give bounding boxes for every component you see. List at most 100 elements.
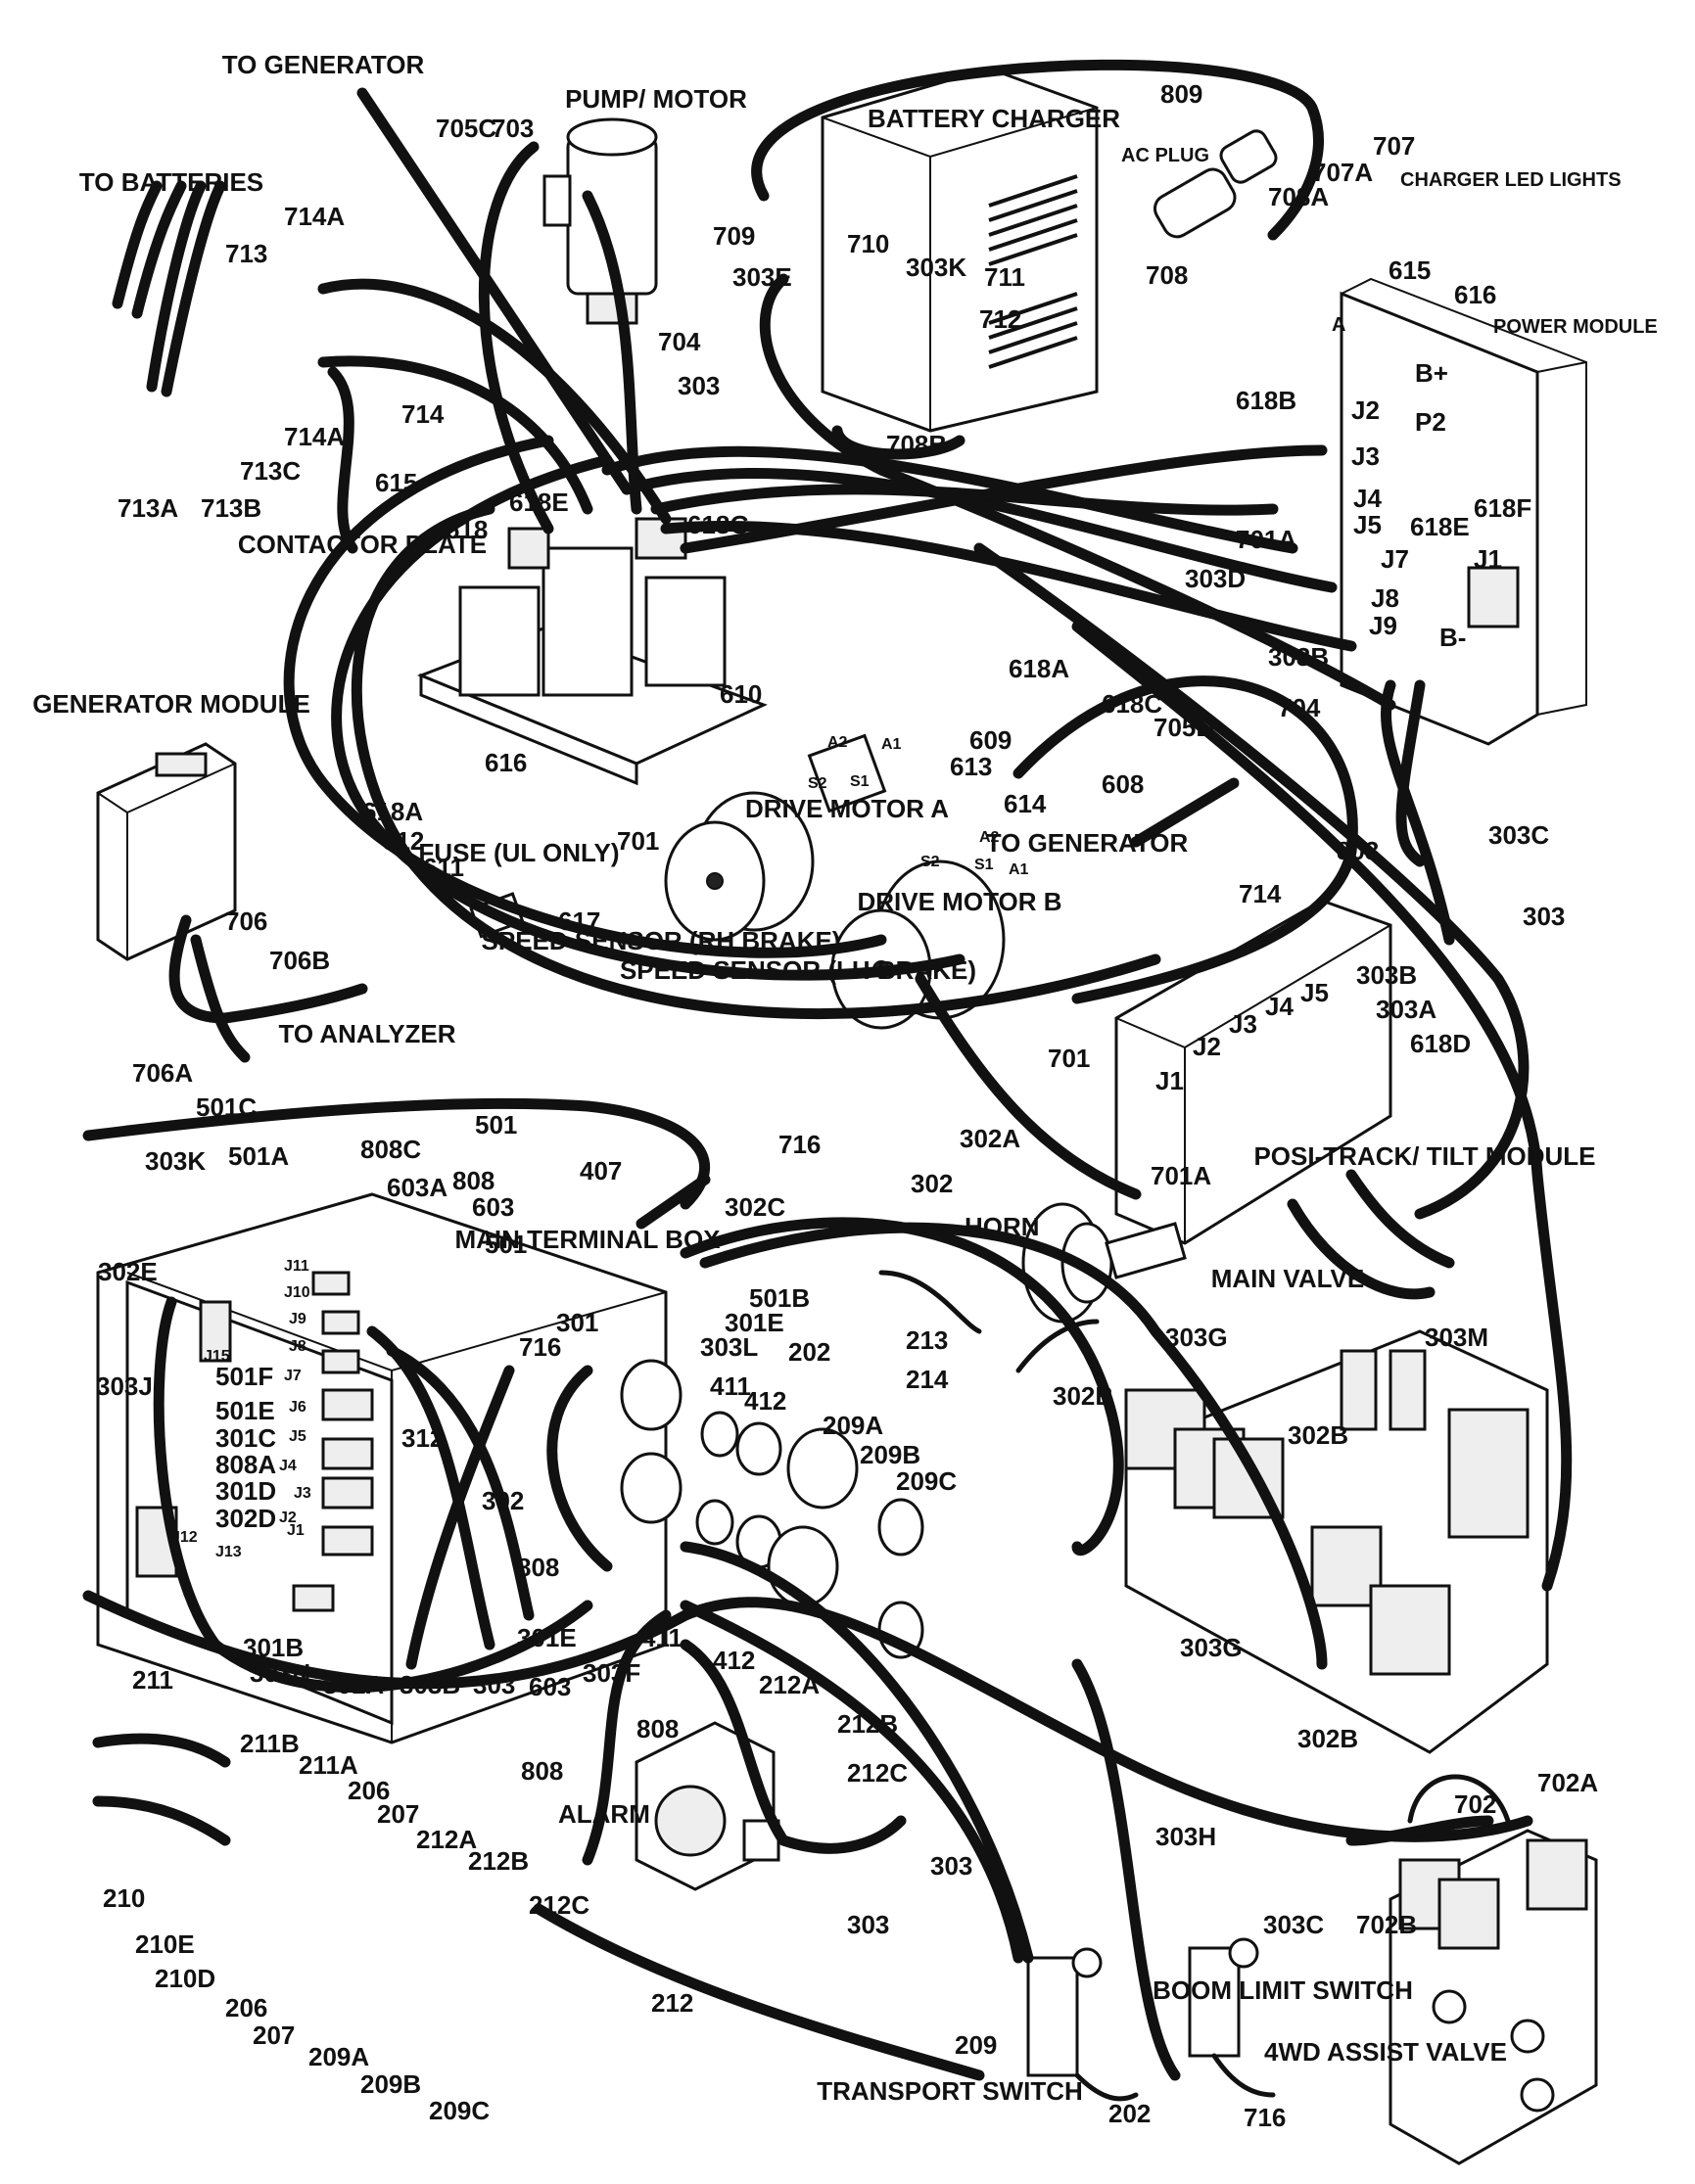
label-207-top: 207 bbox=[377, 1799, 419, 1829]
label-618e-pm: 618E bbox=[1410, 512, 1470, 541]
label-posi-track: POSI-TRACK/ TILT MODULE bbox=[1253, 1141, 1595, 1171]
label-706b: 706B bbox=[269, 946, 330, 975]
label-303-bot: 303 bbox=[930, 1851, 972, 1881]
label-714a-mid: 714A bbox=[284, 422, 345, 451]
label-713: 713 bbox=[225, 239, 267, 268]
label-615-mid: 615 bbox=[375, 468, 417, 497]
label-212b-top: 212B bbox=[837, 1709, 898, 1739]
label-b-minus: B- bbox=[1439, 623, 1466, 652]
label-411-low: 411 bbox=[641, 1623, 683, 1652]
label-303j: 303J bbox=[96, 1371, 153, 1401]
label-611: 611 bbox=[423, 853, 464, 882]
label-b-plus: B+ bbox=[1415, 358, 1448, 388]
label-drive-motor-a: DRIVE MOTOR A bbox=[745, 794, 949, 823]
label-714-left: 714 bbox=[401, 399, 445, 429]
label-301e-top: 301E bbox=[725, 1308, 784, 1337]
label-302c: 302C bbox=[725, 1192, 785, 1222]
label-alarm: ALARM bbox=[558, 1799, 650, 1829]
label-808-mid: 808 bbox=[517, 1553, 559, 1582]
label-711: 711 bbox=[984, 262, 1025, 292]
label-412-top: 412 bbox=[744, 1386, 786, 1416]
label-303c-top: 303C bbox=[1488, 820, 1549, 850]
label-704-mid: 704 bbox=[1278, 693, 1321, 722]
label-713a: 713A bbox=[118, 493, 178, 523]
label-302b-left: 302B bbox=[1053, 1381, 1113, 1411]
label-303l: 303L bbox=[700, 1332, 758, 1362]
label-fuse: FUSE (UL ONLY) bbox=[418, 838, 619, 867]
label-809: 809 bbox=[1160, 79, 1202, 109]
label-j11: J11 bbox=[284, 1258, 309, 1275]
label-a-term: A bbox=[1332, 314, 1345, 336]
label-drive-motor-b: DRIVE MOTOR B bbox=[858, 887, 1062, 916]
label-pump-motor: PUMP/ MOTOR bbox=[565, 84, 747, 114]
label-209b-top: 209B bbox=[860, 1440, 920, 1469]
label-301: 301 bbox=[556, 1308, 598, 1337]
label-301d: 301D bbox=[215, 1476, 276, 1506]
label-j1: J1 bbox=[287, 1522, 305, 1539]
label-j8: J8 bbox=[289, 1338, 306, 1355]
label-703: 703 bbox=[492, 114, 534, 143]
label-a2-a: A2 bbox=[827, 734, 848, 751]
label-209a-low: 209A bbox=[308, 2042, 369, 2071]
label-303e: 303E bbox=[732, 262, 792, 292]
label-boom-limit-switch: BOOM LIMIT SWITCH bbox=[1153, 1975, 1413, 2005]
label-303f: 303F bbox=[583, 1658, 640, 1688]
label-j5: J5 bbox=[289, 1428, 306, 1445]
label-303g-top: 303G bbox=[1165, 1323, 1228, 1352]
label-211b: 211B bbox=[240, 1729, 300, 1758]
label-501b: 501B bbox=[749, 1283, 810, 1313]
label-709: 709 bbox=[713, 221, 755, 251]
main-valve bbox=[1124, 1329, 1549, 1754]
label-j7: J7 bbox=[284, 1368, 302, 1384]
label-303k-low: 303K bbox=[145, 1146, 206, 1176]
four-wd-assist-valve bbox=[1389, 1829, 1598, 2165]
label-s2-b: S2 bbox=[920, 854, 940, 870]
label-616-top: 616 bbox=[1454, 280, 1496, 309]
label-202-low: 202 bbox=[1108, 2099, 1151, 2128]
label-303-top: 303 bbox=[678, 371, 720, 400]
label-301a: 301A bbox=[323, 1670, 384, 1699]
label-j3-pt: J3 bbox=[1229, 1009, 1257, 1039]
label-603a: 603A bbox=[387, 1173, 447, 1202]
label-211: 211 bbox=[132, 1665, 173, 1695]
label-210: 210 bbox=[103, 1883, 145, 1913]
label-301c: 301C bbox=[215, 1423, 276, 1453]
label-303-right: 303 bbox=[1523, 902, 1565, 931]
label-j10: J10 bbox=[284, 1284, 310, 1301]
label-312: 312 bbox=[401, 1423, 444, 1453]
label-j2: J2 bbox=[279, 1510, 297, 1526]
label-j13: J13 bbox=[215, 1544, 242, 1560]
label-412-low: 412 bbox=[713, 1646, 755, 1675]
label-210d: 210D bbox=[155, 1964, 215, 1993]
label-j8-pm: J8 bbox=[1371, 583, 1399, 613]
wire-harnesses bbox=[82, 59, 1573, 2102]
label-618b: 618B bbox=[1236, 386, 1296, 415]
label-618e: 618E bbox=[509, 488, 569, 517]
label-302e: 302E bbox=[98, 1257, 158, 1286]
label-808a: 808A bbox=[215, 1450, 276, 1479]
label-702b: 702B bbox=[1356, 1910, 1417, 1939]
label-701a-pt: 701A bbox=[1151, 1161, 1211, 1190]
label-708: 708 bbox=[1146, 260, 1188, 290]
label-j9: J9 bbox=[289, 1311, 306, 1327]
label-501e: 501E bbox=[215, 1396, 275, 1425]
label-701a-top: 701A bbox=[1236, 525, 1296, 554]
label-206-low: 206 bbox=[225, 1993, 267, 2022]
label-713b: 713B bbox=[201, 493, 261, 523]
label-808-top: 808 bbox=[452, 1166, 494, 1195]
label-303a: 303A bbox=[1376, 995, 1436, 1024]
label-608: 608 bbox=[1102, 769, 1144, 799]
label-ac-plug: AC PLUG bbox=[1121, 145, 1209, 166]
label-212: 212 bbox=[651, 1988, 693, 2018]
label-713c: 713C bbox=[240, 456, 301, 486]
label-615-top: 615 bbox=[1389, 256, 1431, 285]
label-s1-b: S1 bbox=[974, 857, 994, 873]
label-209c-low: 209C bbox=[429, 2096, 490, 2125]
label-501f: 501F bbox=[215, 1362, 273, 1391]
label-704-top: 704 bbox=[658, 327, 701, 356]
label-a1-a: A1 bbox=[881, 736, 902, 753]
label-a1-b: A1 bbox=[1009, 861, 1029, 878]
label-303g-low: 303G bbox=[1180, 1633, 1243, 1662]
callout-labels: TO GENERATOR 705C 703 PUMP/ MOTOR BATTER… bbox=[32, 50, 1658, 2132]
label-210e: 210E bbox=[135, 1929, 195, 1959]
